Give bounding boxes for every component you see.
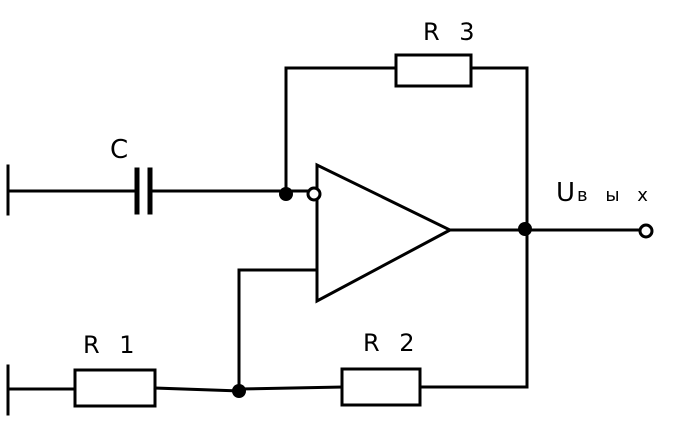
output-terminal	[638, 223, 654, 239]
junction-node-top	[279, 187, 293, 201]
label-output-sub: в ы х	[577, 185, 654, 206]
junction-node-bottom	[232, 384, 246, 398]
wire-node-to-r2	[237, 385, 344, 391]
label-r3: R 3	[423, 18, 481, 46]
resistor-r3	[394, 53, 473, 88]
label-output-main: U	[556, 178, 581, 208]
label-capacitor: C	[110, 135, 134, 165]
resistor-r2	[340, 367, 422, 407]
wire-r1-to-node	[153, 386, 241, 393]
inverting-input-marker	[306, 186, 322, 202]
junction-node-output	[518, 222, 532, 236]
op-amp-triangle	[315, 162, 454, 304]
label-r1: R 1	[83, 331, 141, 359]
label-r2: R 2	[363, 329, 421, 357]
resistor-r1	[73, 368, 157, 408]
